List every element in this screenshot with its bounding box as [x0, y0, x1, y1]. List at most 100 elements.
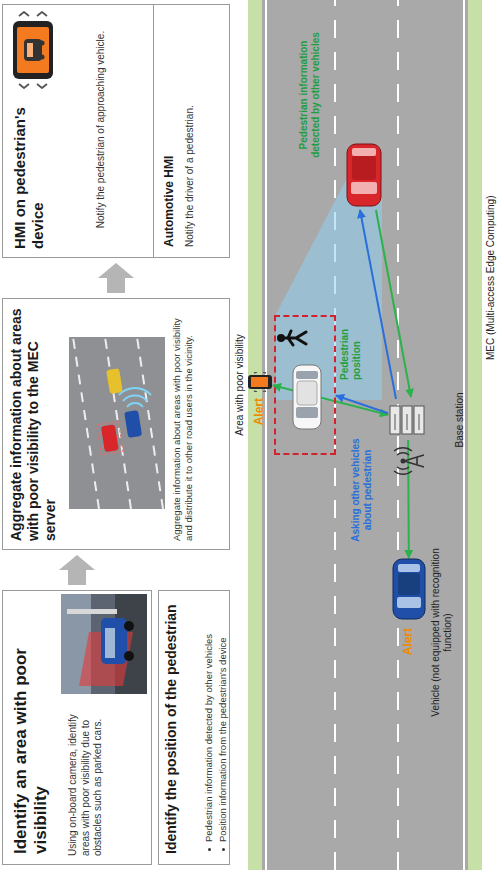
- parked-car-icon-part: [293, 365, 321, 429]
- pedestrian-phone: Alert: [247, 372, 273, 392]
- mec-label: MEC (Multi-access Edge Computing): [485, 120, 497, 360]
- antenna-icon-part: [394, 448, 412, 475]
- camera-photo-part: [124, 651, 134, 661]
- phone-icon-part: [254, 372, 266, 392]
- signal-arrow: [407, 440, 410, 558]
- phone-icon-part: [248, 375, 272, 389]
- bullet-text: Pedestrian information detected by other…: [203, 592, 215, 842]
- mec-server-icon-part: [407, 414, 408, 430]
- antenna-icon-part: [401, 459, 406, 464]
- alert-label: Alert: [252, 398, 266, 442]
- parked-car-icon-part: [296, 407, 318, 418]
- road-scene-part-part: [352, 156, 376, 180]
- mec-server-icon-part: [390, 406, 400, 434]
- panel-title: Identify an area with poor visibility: [11, 599, 52, 854]
- vehicle-node: Vehicle (not equipped with recognition f…: [392, 558, 426, 620]
- process-box: HMI on pedestrian's device Notify the ped…: [2, 4, 230, 258]
- zone-label: Area with poor visibility: [234, 305, 246, 465]
- bullet-text: Position information from the pedestrian…: [217, 592, 229, 842]
- road-scene-part: [262, 0, 468, 870]
- panel-text: Notify the pedestrian of approaching veh…: [95, 27, 108, 232]
- panel-title: Identify the position of the pedestrian: [163, 592, 180, 854]
- flow-arrow: [98, 263, 134, 293]
- aerial-photo-part-part: [106, 368, 123, 394]
- camera-photo-part: [101, 618, 127, 664]
- section-title: Automotive HMI: [162, 15, 176, 247]
- phone-icon-part: [27, 43, 33, 57]
- aerial-photo-part: [119, 388, 151, 407]
- aerial-photo-part: [124, 410, 142, 438]
- aerial-photo-part-part: [101, 424, 119, 452]
- parked-car-icon-part: [296, 371, 318, 379]
- edge-label: Asking other vehicles about pedestrian: [350, 436, 374, 544]
- poor-visibility-zone: Area with poor visibility: [274, 315, 336, 455]
- panel-title: HMI on pedestrian's device: [11, 94, 47, 249]
- road-scene-part: [276, 180, 382, 400]
- alert-label: Alert: [401, 628, 415, 672]
- station-label: Base station: [454, 390, 466, 450]
- signal-arrow: [273, 385, 388, 415]
- road-scene-part: [376, 210, 411, 397]
- mec-server-icon-part: [402, 406, 412, 434]
- parked-car-icon-part: [297, 381, 317, 405]
- car-icon-part: [398, 564, 420, 572]
- signal-arrow: [336, 396, 388, 414]
- road-scene-part: [397, 0, 399, 870]
- panel-text: Using on-board camera, identify areas wi…: [67, 698, 105, 856]
- road-scene-part: [248, 0, 262, 870]
- process-box: Identify an area with poor visibility Usi…: [2, 590, 152, 865]
- camera-photo-part: [105, 628, 115, 658]
- mec-server-icon-part: [414, 406, 424, 434]
- pedestrian-icon: [276, 327, 308, 349]
- mec-server-icon-part: [419, 414, 420, 430]
- road-scene-part: [360, 210, 396, 399]
- camera-photo-part: [124, 621, 134, 631]
- phone-icon-part: [251, 377, 268, 387]
- road-scene-part: [468, 0, 482, 870]
- antenna-icon-part: [404, 455, 424, 467]
- road-scene-part-part: [351, 182, 377, 194]
- phone-icon: [9, 11, 57, 89]
- process-box: Identify the position of the pedestrian P…: [158, 590, 230, 865]
- car-icon-part: [398, 573, 420, 595]
- phone-icon-part: [17, 27, 49, 73]
- car-icon-part: [397, 597, 421, 608]
- sub-section: Automotive HMI Notify the driver of a ped…: [153, 5, 229, 257]
- camera-photo-part: [67, 609, 117, 614]
- pedestrian-icon-part: [285, 331, 306, 345]
- phone-icon-part: [40, 41, 45, 46]
- phone-icon-part: [24, 39, 42, 61]
- road-scene-part-part: [352, 148, 376, 156]
- aerial-photo-part: [97, 422, 123, 455]
- aerial-photo-part-part: [124, 410, 142, 438]
- flow-arrow: [59, 555, 95, 585]
- antenna-icon: [392, 446, 426, 476]
- phone-icon-part: [40, 55, 45, 60]
- aerial-photo-part: [73, 337, 163, 509]
- edge-label: Pedestrian position: [339, 290, 363, 380]
- aerial-photo-part-part: [97, 422, 123, 455]
- car-icon-part: [393, 559, 425, 619]
- aerial-photo: [69, 337, 165, 509]
- camera-photo-part: [61, 594, 147, 694]
- mec-server-icon: [388, 400, 428, 440]
- aerial-photo-part: [69, 337, 165, 509]
- road-scene-part: [265, 0, 267, 870]
- panel-text: Aggregate information about areas with p…: [171, 305, 195, 541]
- process-box: Aggregate information about areas with p…: [2, 298, 230, 550]
- note-label: Pedestrian information detected by other…: [298, 20, 322, 170]
- vehicle-caption: Vehicle (not equipped with recognition f…: [430, 545, 454, 720]
- camera-photo: [61, 594, 147, 694]
- phone-icon: [247, 372, 273, 392]
- aerial-photo-part: [106, 368, 123, 394]
- road-scene-part-part: [347, 144, 381, 206]
- phone-icon-part: [13, 21, 53, 79]
- panel-title: Aggregate information about areas with p…: [8, 305, 58, 541]
- car-icon: [392, 558, 426, 620]
- road-scene-part: [347, 144, 381, 206]
- mec-server-icon-part: [395, 414, 396, 430]
- parked-car-icon: [292, 364, 322, 430]
- section-text: Notify the driver of a pedestrian.: [184, 15, 197, 247]
- base-station: Base stationMEC (Multi-access Edge Compu…: [388, 400, 428, 440]
